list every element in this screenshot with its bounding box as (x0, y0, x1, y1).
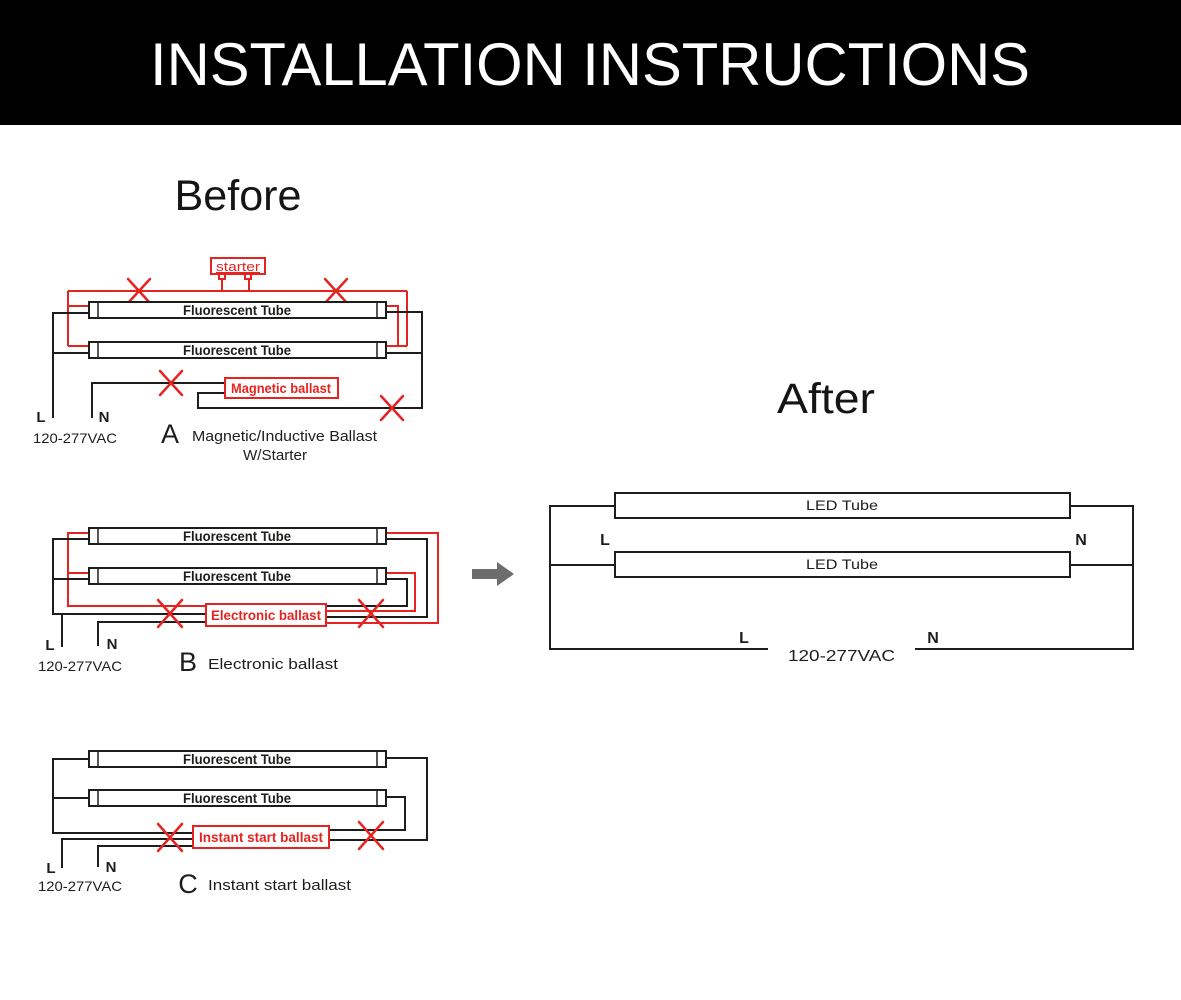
before-section-title: Before (175, 172, 302, 220)
fluorescent-tube-2: Fluorescent Tube (88, 789, 387, 807)
removed-wire-x-mark (156, 598, 184, 629)
header-background (0, 0, 1181, 125)
diagram-caption: Electronic ballast (208, 656, 339, 673)
removed-wire-x-mark (323, 277, 349, 305)
diagram-caption: Instant start ballast (208, 877, 352, 894)
starter-box (210, 257, 266, 275)
fluorescent-tube-1: Fluorescent Tube (88, 301, 387, 319)
diagram-a-magnetic-ballast: starter Fluorescent Tube Fluorescent Tub… (33, 257, 423, 464)
voltage-label: 120-277VAC (33, 430, 117, 446)
starter-pin-left (218, 273, 226, 280)
fluorescent-tube-2: Fluorescent Tube (88, 567, 387, 585)
page-title: INSTALLATION INSTRUCTIONS (150, 31, 1030, 98)
tube-label: Fluorescent Tube (183, 568, 291, 584)
removed-wire-x-mark (126, 277, 152, 305)
tube-label: LED Tube (806, 497, 878, 513)
led-tube-1: LED Tube (614, 492, 1071, 519)
line-terminal-label: L (600, 532, 610, 549)
diagram-caption-line2: W/Starter (243, 447, 307, 464)
fluorescent-tube-2: Fluorescent Tube (88, 341, 387, 359)
diagram-caption: Magnetic/Inductive Ballast (192, 428, 378, 445)
removed-wire-x-mark (379, 394, 405, 422)
diagram-a-red-wires (67, 279, 408, 347)
fluorescent-tube-1: Fluorescent Tube (88, 750, 387, 768)
starter-label: starter (216, 259, 261, 274)
diagram-c-black-wires (52, 757, 428, 868)
neutral-terminal-label: N (1075, 532, 1087, 549)
starter-pin-right (244, 273, 252, 280)
tube-label: Fluorescent Tube (183, 342, 291, 358)
neutral-supply-label: N (927, 630, 939, 647)
line-terminal-label: L (45, 637, 54, 654)
before-to-after-arrow-icon (472, 562, 514, 586)
diagram-key-letter: A (161, 419, 179, 449)
diagram-after-led-tubes: LED Tube LED Tube L N L N 120-277VAC (549, 492, 1134, 665)
voltage-label: 120-277VAC (788, 648, 895, 665)
neutral-terminal-label: N (107, 636, 118, 653)
tube-label: LED Tube (806, 556, 878, 572)
diagram-b-black-wires (52, 538, 428, 647)
neutral-terminal-label: N (106, 859, 117, 876)
tube-label: Fluorescent Tube (183, 528, 291, 544)
after-section-title: After (777, 375, 875, 423)
line-supply-label: L (739, 630, 749, 647)
tube-label: Fluorescent Tube (183, 790, 291, 806)
diagram-a-black-wires (52, 311, 423, 418)
removed-wire-x-mark (158, 369, 184, 397)
diagram-key-letter: C (178, 869, 198, 899)
line-terminal-label: L (46, 860, 55, 877)
neutral-terminal-label: N (99, 409, 110, 426)
diagram-b-electronic-ballast: Fluorescent Tube Fluorescent Tube Electr… (38, 527, 439, 677)
removed-wire-x-mark (156, 822, 184, 853)
magnetic-ballast-box: Magnetic ballast (224, 377, 339, 399)
ballast-label: Instant start ballast (199, 829, 323, 845)
tube-label: Fluorescent Tube (183, 751, 291, 767)
diagram-key-letter: B (179, 647, 197, 677)
removed-wire-x-mark (357, 598, 385, 629)
fluorescent-tube-1: Fluorescent Tube (88, 527, 387, 545)
electronic-ballast-box: Electronic ballast (205, 603, 327, 627)
tube-label: Fluorescent Tube (183, 302, 291, 318)
voltage-label: 120-277VAC (38, 658, 122, 674)
led-tube-2: LED Tube (614, 551, 1071, 578)
voltage-label: 120-277VAC (38, 878, 122, 894)
header-bar: INSTALLATION INSTRUCTIONS (0, 0, 1181, 125)
diagram-b-red-wires (67, 532, 439, 624)
instant-start-ballast-box: Instant start ballast (192, 825, 330, 849)
diagram-c-instant-start-ballast: Fluorescent Tube Fluorescent Tube Instan… (38, 750, 428, 899)
diagram-after-black-wires (549, 505, 1134, 650)
removed-wire-x-mark (357, 820, 385, 851)
line-terminal-label: L (36, 409, 45, 426)
ballast-label: Magnetic ballast (231, 380, 331, 396)
ballast-label: Electronic ballast (211, 607, 321, 623)
